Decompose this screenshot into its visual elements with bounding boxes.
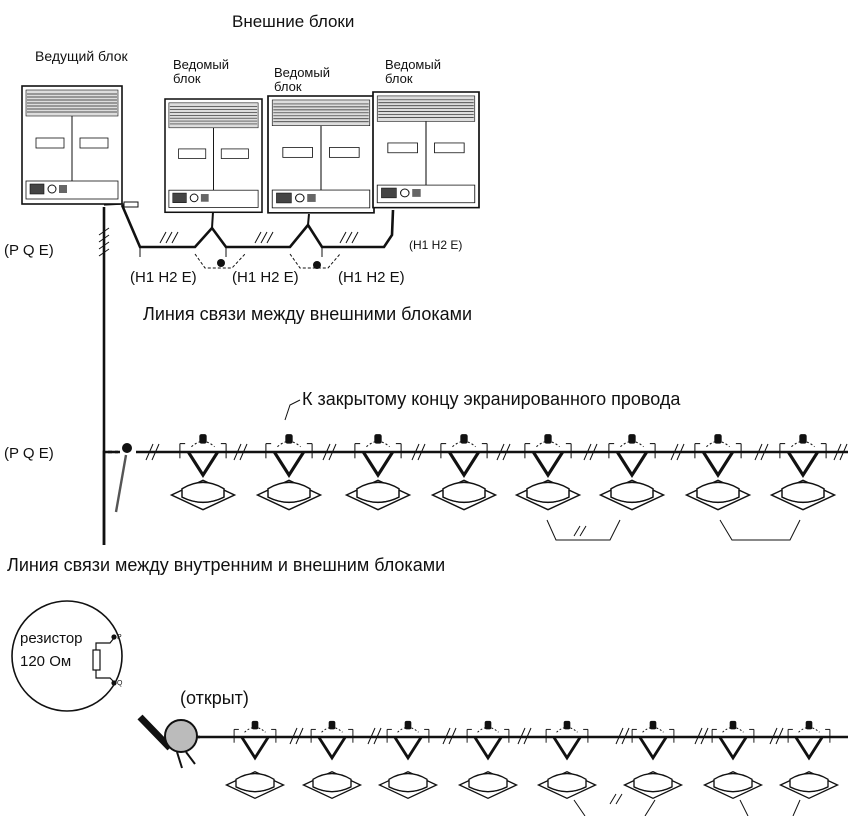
connector-dot-icon xyxy=(217,259,225,267)
v-connector-icon xyxy=(710,719,756,760)
master-unit-label: Ведущий блок xyxy=(35,48,128,64)
v-connector-icon xyxy=(385,719,431,760)
resistor-value: 120 Ом xyxy=(20,653,72,670)
indoor-cassette-unit-icon xyxy=(515,479,581,511)
resistor-label: резистор xyxy=(20,630,83,647)
resistor-pin-q: Q xyxy=(117,680,123,687)
h1h2e-label-2: (H1 H2 E) xyxy=(232,269,299,286)
v-connector-icon xyxy=(232,719,278,760)
resistor-pin-p: P xyxy=(117,634,122,641)
indoor-cassette-unit-icon xyxy=(225,771,285,799)
outdoor-line-caption: Линия связи между внешними блоками xyxy=(143,304,473,324)
indoor-cassette-unit-icon xyxy=(623,771,683,799)
v-connector-icon xyxy=(439,432,489,477)
v-connector-icon xyxy=(309,719,355,760)
v-connector-icon xyxy=(786,719,832,760)
indoor-cassette-unit-icon xyxy=(537,771,597,799)
indoor-cassette-unit-icon xyxy=(703,771,763,799)
connector-dot-icon xyxy=(122,443,132,453)
v-connector-icon xyxy=(630,719,676,760)
outdoor-unit-icon xyxy=(372,91,480,209)
h1h2e-end-label: (H1 H2 E) xyxy=(409,238,463,252)
outdoor-unit-icon xyxy=(164,98,263,214)
indoor-cassette-unit-icon xyxy=(431,479,497,511)
indoor-cassette-unit-icon xyxy=(685,479,751,511)
indoor-cassette-unit-icon xyxy=(599,479,665,511)
h1h2e-label-1: (H1 H2 E) xyxy=(130,269,197,286)
slave-unit-label-3: Ведомый блок xyxy=(385,57,441,86)
indoor-cassette-unit-icon xyxy=(770,479,836,511)
v-connector-icon xyxy=(523,432,573,477)
outdoor-unit-icon xyxy=(267,95,375,214)
indoor-outdoor-line-caption: Линия связи между внутренним и внешним б… xyxy=(7,555,446,575)
v-connector-icon xyxy=(353,432,403,477)
resistor-callout xyxy=(11,600,200,769)
indoor-outdoor-line-1 xyxy=(102,399,848,545)
resistor-icon xyxy=(92,634,117,686)
v-connector-icon xyxy=(264,432,314,477)
slave-unit-label-1: Ведомый блок xyxy=(173,57,229,86)
connector-dot-icon xyxy=(313,261,321,269)
outdoor-unit-icon xyxy=(21,85,123,205)
v-connector-icon xyxy=(607,432,657,477)
indoor-cassette-unit-icon xyxy=(458,771,518,799)
outdoor-units-title: Внешние блоки xyxy=(232,12,355,31)
h1h2e-label-3: (H1 H2 E) xyxy=(338,269,405,286)
v-connector-icon xyxy=(693,432,743,477)
pqe-mid-label: (P Q E) xyxy=(4,445,54,462)
v-connector-icon xyxy=(465,719,511,760)
indoor-units-row-2 xyxy=(225,719,839,799)
indoor-cassette-unit-icon xyxy=(170,479,236,511)
indoor-cassette-unit-icon xyxy=(378,771,438,799)
indoor-cassette-unit-icon xyxy=(302,771,362,799)
indoor-cassette-unit-icon xyxy=(779,771,839,799)
indoor-outdoor-line-2 xyxy=(198,727,848,816)
open-end-label: (открыт) xyxy=(180,688,249,708)
indoor-cassette-unit-icon xyxy=(345,479,411,511)
shield-wire-note: К закрытому концу экранированного провод… xyxy=(302,389,681,409)
v-connector-icon xyxy=(178,432,228,477)
pqe-top-label: (P Q E) xyxy=(4,242,54,259)
v-connector-icon xyxy=(544,719,590,760)
indoor-cassette-unit-icon xyxy=(256,479,322,511)
v-connector-icon xyxy=(778,432,828,477)
slave-unit-label-2: Ведомый блок xyxy=(274,65,330,94)
